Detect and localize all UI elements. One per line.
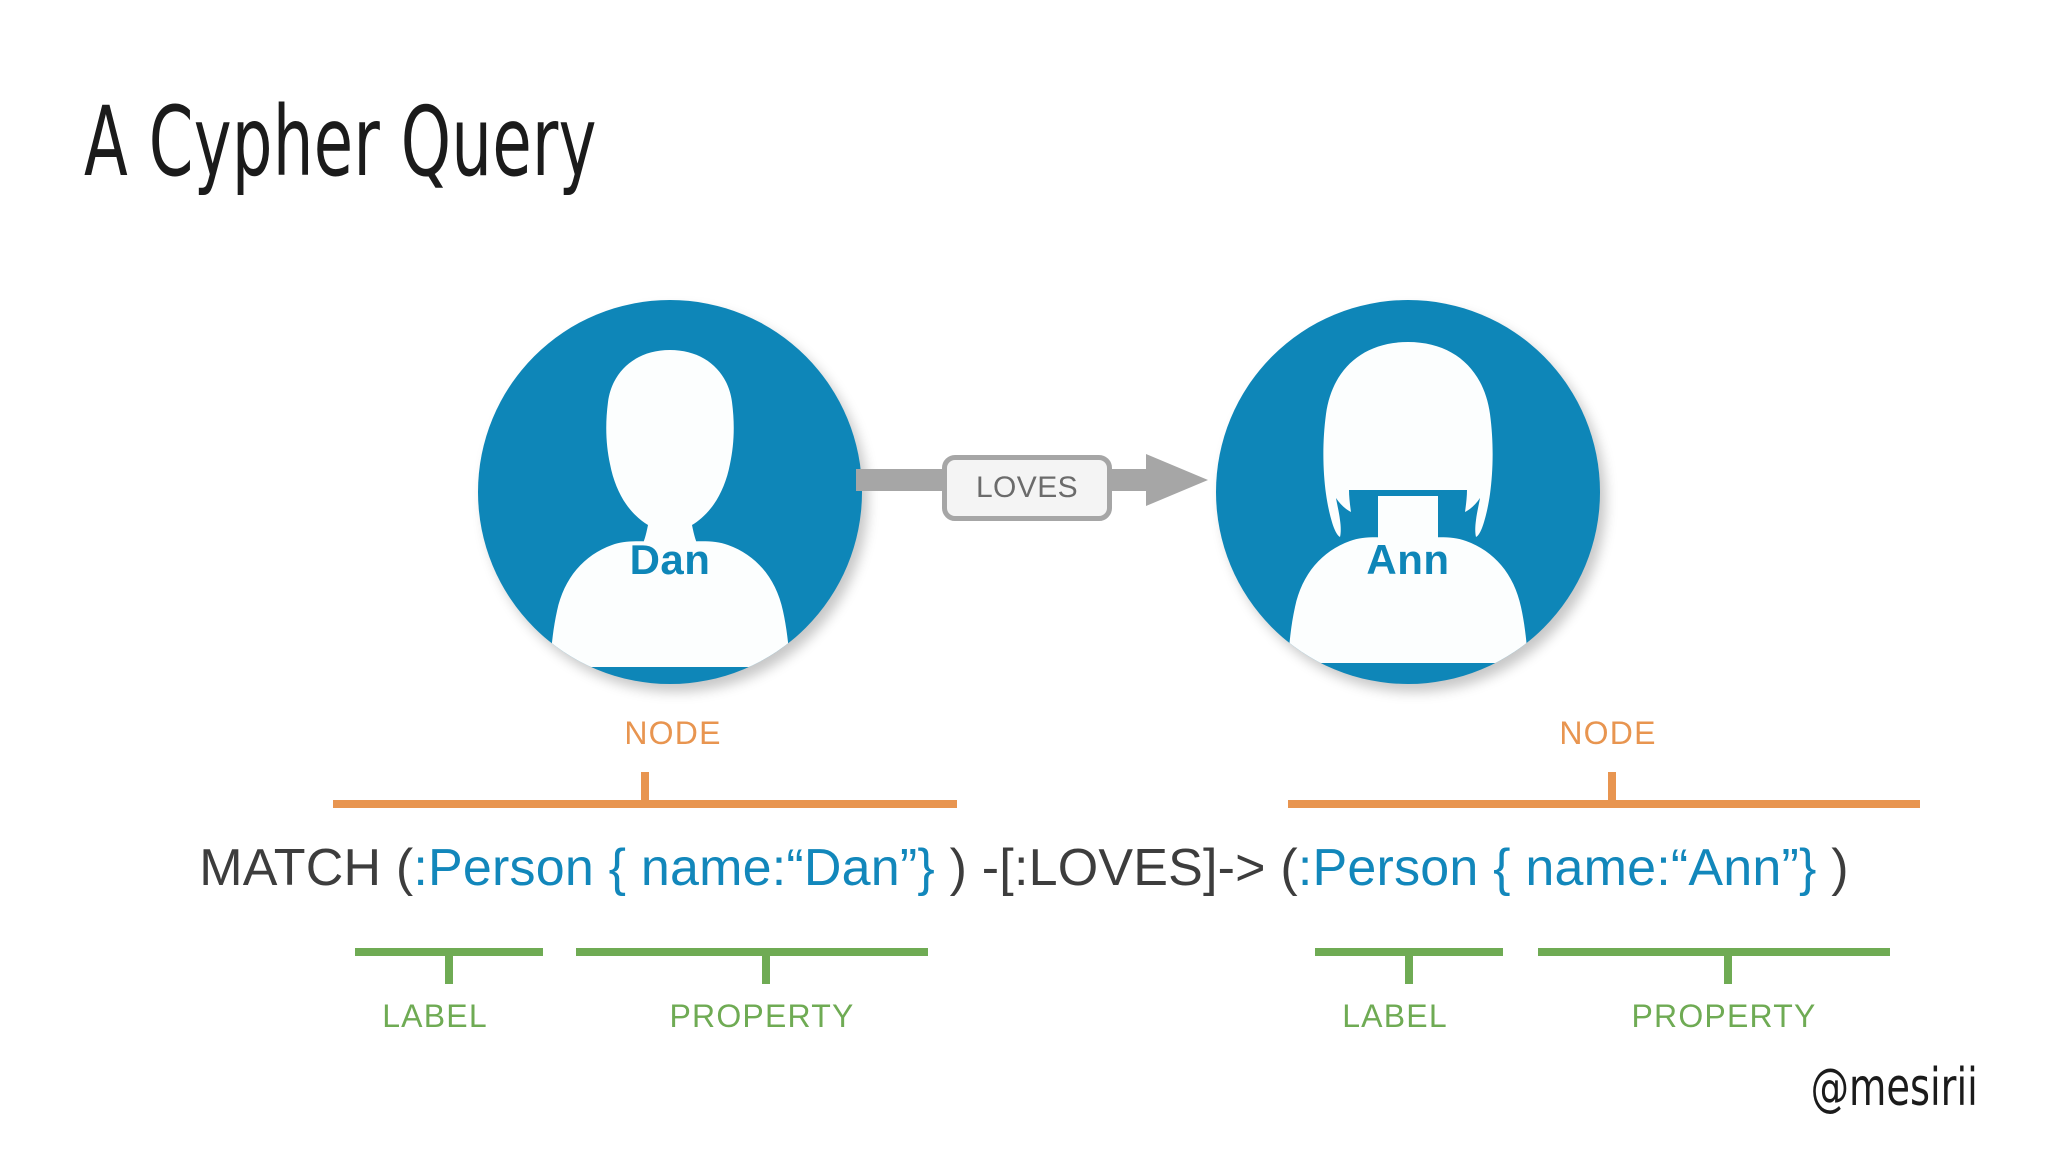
annotation-label-left-label: LABEL bbox=[382, 998, 488, 1034]
graph-node-ann[interactable]: Ann bbox=[1216, 300, 1600, 684]
query-token-pattern-dan: :Person { name:“Dan”} bbox=[413, 839, 935, 897]
bracket-tick bbox=[1608, 772, 1616, 800]
bracket-tick bbox=[762, 956, 770, 984]
annotation-node-left-label: NODE bbox=[624, 715, 722, 751]
node-circle bbox=[478, 300, 862, 684]
bracket-tick bbox=[1405, 956, 1413, 984]
query-token-close: ) bbox=[1816, 839, 1849, 897]
relationship-type-badge[interactable]: LOVES bbox=[942, 455, 1112, 521]
person-male-icon bbox=[550, 350, 790, 667]
annotation-node-right-label: NODE bbox=[1559, 715, 1657, 751]
graph-node-dan[interactable]: Dan bbox=[478, 300, 862, 684]
page-title: A Cypher Query bbox=[84, 86, 597, 198]
annotation-node-left-bracket bbox=[333, 772, 957, 808]
relationship-type-label: LOVES bbox=[975, 471, 1079, 504]
person-female-icon bbox=[1288, 342, 1528, 663]
bracket-tick bbox=[1724, 956, 1732, 984]
bracket-tick bbox=[641, 772, 649, 800]
annotation-property-left-bracket bbox=[576, 948, 928, 984]
node-circle bbox=[1216, 300, 1600, 684]
node-name-label: Dan bbox=[629, 536, 711, 583]
annotation-property-right-label: PROPERTY bbox=[1631, 998, 1817, 1034]
query-token-relationship: ) -[:LOVES]-> ( bbox=[934, 839, 1298, 897]
query-token-match: MATCH ( bbox=[199, 839, 414, 897]
query-token-pattern-ann: :Person { name:“Ann”} bbox=[1297, 839, 1817, 897]
annotation-property-right-bracket bbox=[1538, 948, 1890, 984]
annotation-label-right-bracket bbox=[1315, 948, 1503, 984]
node-name-label: Ann bbox=[1366, 536, 1450, 583]
cypher-query-statement: MATCH (:Person { name:“Dan”} ) -[:LOVES]… bbox=[0, 838, 2048, 898]
annotation-property-left-label: PROPERTY bbox=[669, 998, 855, 1034]
annotation-label-left-bracket bbox=[355, 948, 543, 984]
author-handle: @mesirii bbox=[1810, 1058, 1978, 1118]
bracket-tick bbox=[445, 956, 453, 984]
annotation-node-right-bracket bbox=[1288, 772, 1920, 808]
annotation-label-right-label: LABEL bbox=[1342, 998, 1448, 1034]
